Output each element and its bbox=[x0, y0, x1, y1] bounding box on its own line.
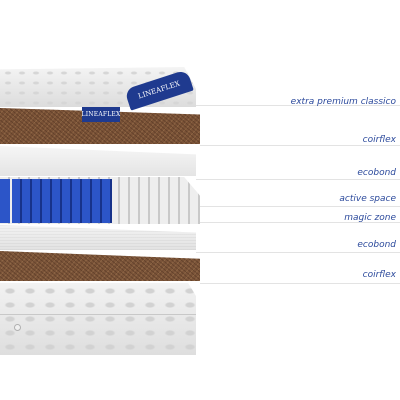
leader-line-5 bbox=[200, 222, 400, 223]
label-ecobond-bottom: ecobond bbox=[357, 240, 396, 250]
label-magic-zone: magic zone bbox=[344, 213, 396, 223]
leader-line-7 bbox=[200, 283, 400, 284]
leader-line-2 bbox=[200, 145, 400, 146]
layer-ecobond-top bbox=[0, 146, 196, 176]
layer-base-cover bbox=[0, 283, 196, 355]
label-coirflex-top: coirflex bbox=[362, 135, 396, 145]
label-ecobond-top: ecobond bbox=[357, 168, 396, 178]
base-seam bbox=[0, 314, 196, 315]
leader-line-1 bbox=[196, 105, 400, 106]
leader-line-3 bbox=[196, 179, 400, 180]
leader-line-6 bbox=[196, 252, 400, 253]
label-extra-premium-classico: extra premium classico bbox=[290, 97, 396, 107]
layer-magic-zone-springs bbox=[12, 179, 112, 223]
leader-line-4 bbox=[200, 206, 400, 207]
layer-coirflex-bottom bbox=[0, 251, 200, 281]
spring-zone-blue-edge bbox=[0, 179, 10, 223]
brand-tag-front: LINEAFLEX bbox=[82, 107, 120, 122]
base-vent-icon bbox=[14, 324, 21, 331]
label-coirflex-bottom: coirflex bbox=[362, 270, 396, 280]
layer-ecobond-bottom bbox=[0, 225, 196, 250]
label-active-space: active space bbox=[339, 194, 396, 204]
